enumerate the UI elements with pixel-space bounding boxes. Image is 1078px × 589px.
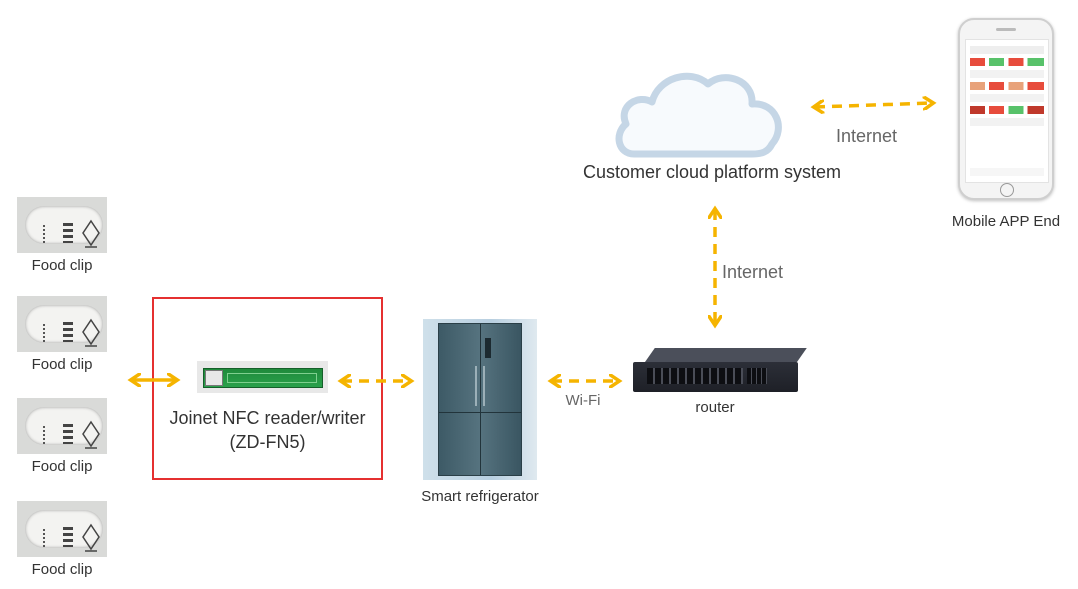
food-clip-label: Food clip xyxy=(31,458,93,475)
mobile-label: Mobile APP End xyxy=(951,213,1061,230)
nfc-board-image xyxy=(197,361,328,393)
router-image xyxy=(633,348,807,396)
internet-link-label-vertical: Internet xyxy=(722,262,784,282)
food-clip-image xyxy=(17,296,107,352)
internet-link-label-horizontal: Internet xyxy=(836,126,898,146)
cloud-icon xyxy=(615,72,782,158)
food-clip-image xyxy=(17,398,107,454)
router-label: router xyxy=(695,399,735,416)
reader-model-label: (ZD-FN5) xyxy=(229,432,306,452)
fridge-label: Smart refrigerator xyxy=(421,488,539,505)
food-clip-image xyxy=(17,501,107,557)
food-clip-label: Food clip xyxy=(31,257,93,274)
food-clip-label: Food clip xyxy=(31,561,93,578)
reader-name-label: Joinet NFC reader/writer xyxy=(169,408,366,428)
reader-highlight-box xyxy=(152,297,383,480)
wifi-link-label: Wi-Fi xyxy=(565,392,601,409)
food-clip-label: Food clip xyxy=(31,356,93,373)
smart-refrigerator-image xyxy=(438,323,522,476)
food-clip-image xyxy=(17,197,107,253)
cloud-phone-arrow xyxy=(815,103,932,107)
mobile-phone-image xyxy=(958,18,1054,200)
cloud-label: Customer cloud platform system xyxy=(582,162,842,182)
